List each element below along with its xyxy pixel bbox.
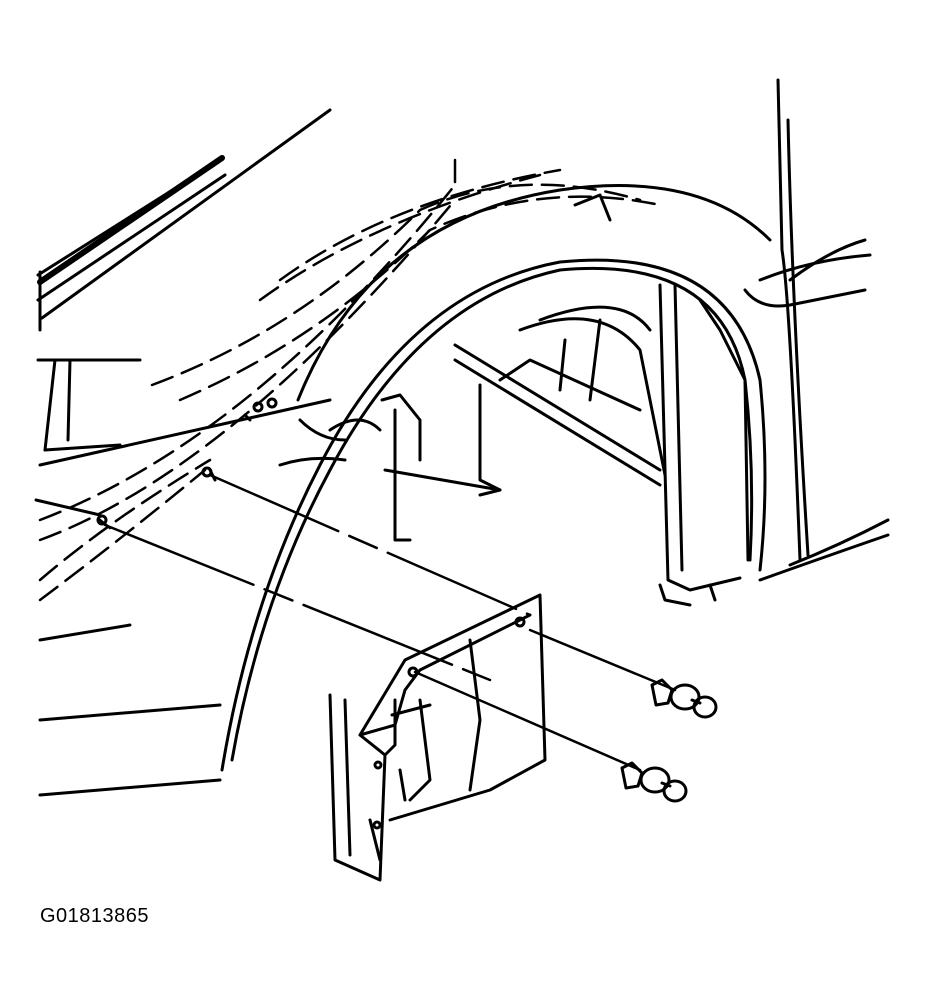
wheel-opening-arch xyxy=(220,184,772,772)
inner-bracket xyxy=(278,393,502,542)
push-retainer-upper xyxy=(650,678,718,719)
lower-fender-curves xyxy=(38,413,252,797)
fender-hidden-lines xyxy=(38,158,662,602)
quarter-panel xyxy=(743,78,890,582)
push-retainer-lower xyxy=(620,761,688,803)
door-trim-molding xyxy=(37,155,225,285)
alignment-leader-lines xyxy=(103,473,677,772)
figure-code-label: G01813865 xyxy=(40,905,150,927)
wheelhouse-liner xyxy=(453,193,750,607)
splash-shield xyxy=(328,593,547,882)
door-panel xyxy=(34,108,332,517)
body-holes xyxy=(96,397,278,526)
shield-holes xyxy=(372,616,526,830)
